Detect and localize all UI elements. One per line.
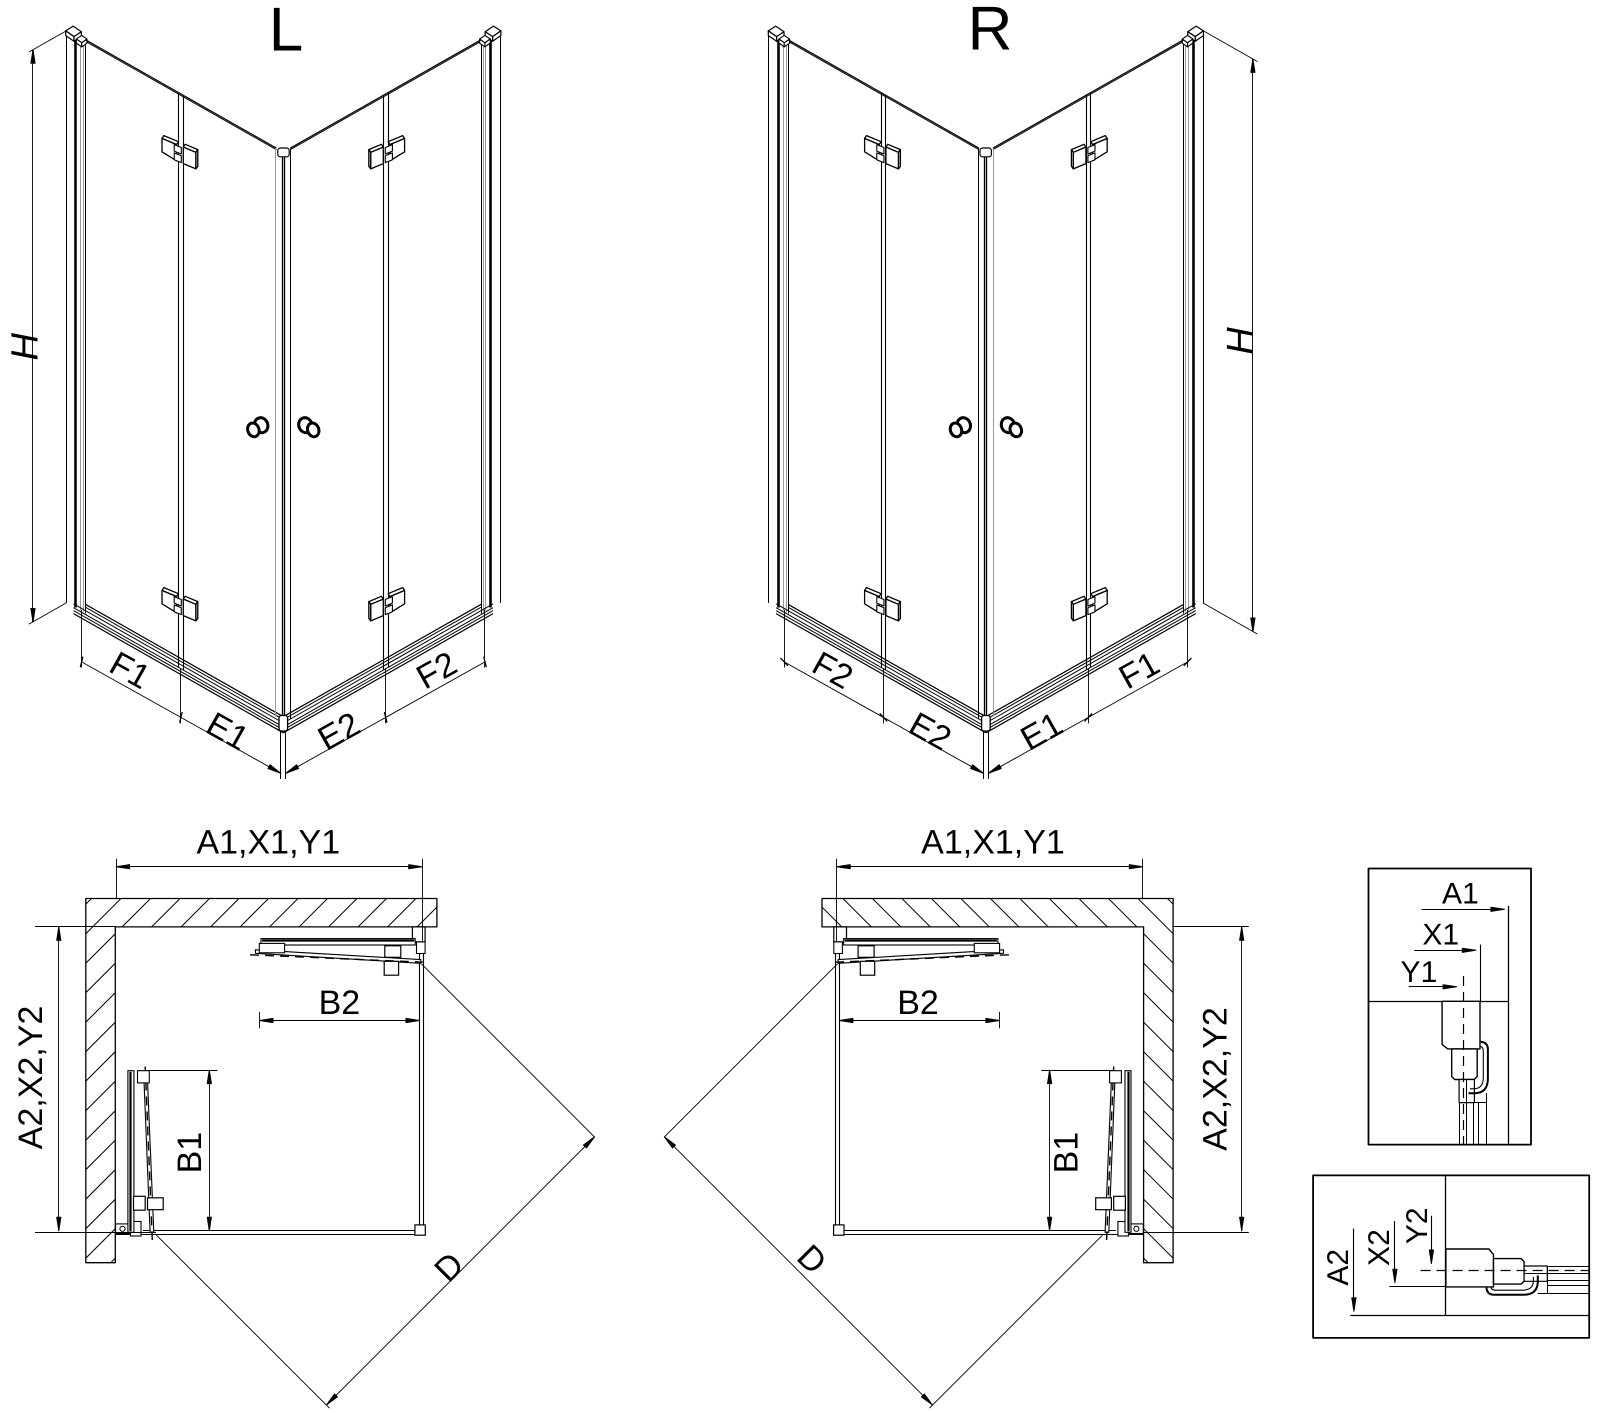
svg-text:A1,X1,Y1: A1,X1,Y1	[196, 824, 340, 862]
svg-text:B2: B2	[897, 984, 939, 1022]
svg-text:Y1: Y1	[1401, 956, 1438, 989]
svg-text:H: H	[1220, 327, 1262, 355]
svg-text:A2: A2	[1322, 1249, 1355, 1286]
svg-text:H: H	[5, 333, 47, 361]
svg-text:X1: X1	[1422, 919, 1459, 952]
svg-text:A2,X2,Y2: A2,X2,Y2	[12, 1006, 50, 1150]
svg-text:B1: B1	[171, 1132, 209, 1174]
svg-text:A2,X2,Y2: A2,X2,Y2	[1197, 1007, 1235, 1151]
svg-text:L: L	[269, 0, 303, 65]
svg-text:Y2: Y2	[1401, 1207, 1434, 1244]
svg-text:B1: B1	[1048, 1132, 1086, 1174]
svg-text:B2: B2	[319, 984, 361, 1022]
svg-text:R: R	[968, 0, 1013, 64]
svg-text:X2: X2	[1363, 1229, 1396, 1266]
svg-text:A1,X1,Y1: A1,X1,Y1	[921, 824, 1065, 862]
svg-text:A1: A1	[1442, 878, 1479, 911]
